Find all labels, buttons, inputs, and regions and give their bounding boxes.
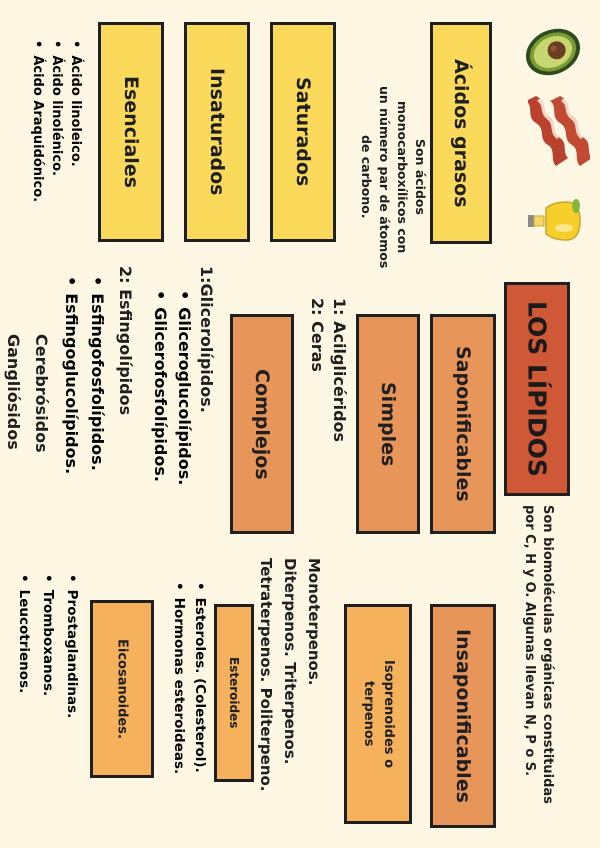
terpenos-line-1: Monoterpenos. <box>302 558 326 792</box>
title-box: LOS LÍPIDOS <box>504 282 570 496</box>
saturados-label: Saturados <box>292 77 314 186</box>
complejos-group-1-list: Gliceroglucolípidos. Glicerofosfolípidos… <box>148 290 196 485</box>
terpenos-line-3: Tetraterpenos. Politerpeno. <box>254 558 278 792</box>
eicosanoides-label: Eicosanoides. <box>115 639 130 739</box>
list-item: Ácido linoleico. <box>66 40 85 202</box>
acidos-desc-line-1: Son ácidos <box>411 86 429 268</box>
definition-line-2: por C, H y O. Algunas llevan N, P o S. <box>520 505 538 804</box>
esenciales-label: Esenciales <box>120 76 142 188</box>
esenciales-list: Ácido linoleico. Ácido linolénico. Ácido… <box>28 40 85 202</box>
oil-bottle-icon <box>528 196 586 246</box>
list-item: Gliceroglucolípidos. <box>172 290 196 485</box>
insaturados-box: Insaturados <box>184 22 250 242</box>
cerebrosidos-label: Cerebrósidos <box>32 334 51 453</box>
gangliosidos-label: Gangliósidos <box>4 334 23 450</box>
list-item: Ácido linolénico. <box>47 40 66 202</box>
terpenos-line-2: Diterpenos. Triterpenos. <box>278 558 302 792</box>
isoprenoides-label: Isoprenoides o terpenos <box>358 660 398 768</box>
isoprenoides-line-2: terpenos <box>358 660 378 768</box>
eicosanoides-list: Prostaglandinas. Tromboxanos. Leucotrien… <box>12 574 84 718</box>
isoprenoides-box: Isoprenoides o terpenos <box>344 604 412 824</box>
simples-label: Simples <box>377 382 399 466</box>
definition-line-1: Son biomoléculas orgánicas constituidas <box>538 505 556 804</box>
complejos-group-2-list: Esfingofosfolípidos. Esfingoglucolípidos… <box>58 276 110 474</box>
eicosanoides-box: Eicosanoides. <box>90 600 154 778</box>
complejos-box: Complejos <box>230 314 294 534</box>
acidos-grasos-box: Ácidos grasos <box>430 22 492 244</box>
bacon-icon <box>528 92 590 172</box>
complejos-group-2-title: 2: Esfingolípidos <box>116 266 135 415</box>
simples-list: 1: Acilglicéridos 2: Ceras <box>306 298 350 442</box>
simples-item-2: 2: Ceras <box>306 298 328 442</box>
list-item: Esfingofosfolípidos. <box>84 276 110 474</box>
insaponificables-label: Insaponificables <box>452 629 474 803</box>
simples-item-1: 1: Acilglicéridos <box>328 298 350 442</box>
isoprenoides-line-1: Isoprenoides o <box>378 660 398 768</box>
esteroides-list: Esteroles. (Colesterol). Hormonas estero… <box>168 582 210 774</box>
esenciales-box: Esenciales <box>98 22 164 242</box>
list-item: Glicerofosfolípidos. <box>148 290 172 485</box>
definition-text: Son biomoléculas orgánicas constituidas … <box>520 505 556 804</box>
avocado-icon <box>522 22 584 82</box>
complejos-group-1-title: 1:Glicerolípidos. <box>197 266 216 413</box>
complejos-label: Complejos <box>251 369 273 480</box>
page-title: LOS LÍPIDOS <box>523 301 552 477</box>
simples-box: Simples <box>356 314 420 534</box>
acidos-desc-line-2: monocarboxílicos con <box>393 86 411 268</box>
list-item: Ácido Araquidónico. <box>28 40 47 202</box>
acidos-desc-line-3: un número par de átomos <box>375 86 393 268</box>
saponificables-box: Saponificables <box>430 314 496 534</box>
terpenos-list: Monoterpenos. Diterpenos. Triterpenos. T… <box>254 558 326 792</box>
list-item: Tromboxanos. <box>36 574 60 718</box>
acidos-desc-line-4: de carbono. <box>357 86 375 268</box>
saponificables-label: Saponificables <box>452 346 474 502</box>
list-item: Esteroles. (Colesterol). <box>189 582 210 774</box>
saturados-box: Saturados <box>270 22 336 242</box>
list-item: Esfingoglucolípidos. <box>58 276 84 474</box>
list-item: Hormonas esteroideas. <box>168 582 189 774</box>
insaponificables-box: Insaponificables <box>430 604 496 828</box>
acidos-grasos-description: Son ácidos monocarboxílicos con un númer… <box>347 86 429 268</box>
esteroides-label: Esteroides <box>227 657 241 728</box>
list-item: Leucotrienos. <box>12 574 36 718</box>
acidos-grasos-label: Ácidos grasos <box>450 59 472 208</box>
insaturados-label: Insaturados <box>206 68 228 196</box>
esteroides-box: Esteroides <box>214 604 254 782</box>
list-item: Prostaglandinas. <box>60 574 84 718</box>
